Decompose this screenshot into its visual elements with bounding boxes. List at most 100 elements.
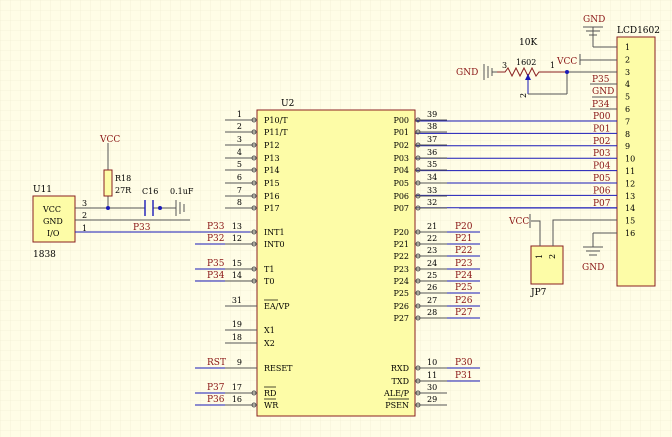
pin-dot xyxy=(251,167,257,173)
u2-pinname-p17: P17 xyxy=(264,204,280,213)
net-label-p31: P31 xyxy=(455,371,473,381)
pin-dot xyxy=(415,290,421,296)
pot-value: 10K xyxy=(519,38,537,48)
pin-dot xyxy=(415,378,421,384)
lcd-pin-6: 6 xyxy=(625,105,630,114)
u2-mcu[interactable]: U2 1P10/T2P11/T3P124P135P146P157P168P171… xyxy=(225,99,447,417)
gnd-label-pot: GND xyxy=(456,68,478,78)
u2-body xyxy=(256,109,416,417)
u2-pinnum-1: 1 xyxy=(237,110,242,119)
u11-part: 1838 xyxy=(33,250,56,260)
u2-pinnum-4: 4 xyxy=(237,148,242,157)
pin-dot xyxy=(415,193,421,199)
u2-pinname-p06: P06 xyxy=(393,192,409,201)
u2-pinnum-22: 22 xyxy=(427,234,437,243)
lcd-net-p01: P01 xyxy=(593,124,611,134)
u2-pinnum-17: 17 xyxy=(232,383,242,392)
gnd-symbol-pot xyxy=(483,64,497,80)
r18-designator: R18 xyxy=(115,174,131,183)
pin-dot xyxy=(251,278,257,284)
u2-pinnum-19: 19 xyxy=(232,320,242,329)
pin-dot xyxy=(415,241,421,247)
lcd-net-p04: P04 xyxy=(593,162,611,172)
potentiometer[interactable]: 10K 1602 3 1 2 xyxy=(497,38,617,98)
pin-dot xyxy=(251,129,257,135)
u2-pinname-rxd: RXD xyxy=(391,364,409,373)
pin-dot xyxy=(251,180,257,186)
net-label-p23: P23 xyxy=(455,259,473,269)
u2-pinname-p25: P25 xyxy=(393,289,409,298)
u2-pinnum-2: 2 xyxy=(237,122,242,131)
u2-pinnum-27: 27 xyxy=(427,296,437,305)
c16-capacitor[interactable]: C16 0.1uF xyxy=(142,187,194,216)
lcd-pin-9: 9 xyxy=(625,142,630,151)
net-label-p36: P36 xyxy=(207,395,225,405)
u2-pinnum-36: 36 xyxy=(427,148,437,157)
lcd-net-p07: P07 xyxy=(593,199,611,209)
lcd-net-p06: P06 xyxy=(593,186,611,196)
u2-pinname-p10t: P10/T xyxy=(264,116,288,125)
gnd-label-top: GND xyxy=(583,15,605,25)
u2-pinnum-7: 7 xyxy=(237,186,242,195)
u2-pinnum-35: 35 xyxy=(427,160,437,169)
u2-pinnum-14: 14 xyxy=(232,271,242,280)
u2-pinnum-26: 26 xyxy=(427,283,437,292)
gnd-symbol-top xyxy=(583,26,617,48)
pin-dot xyxy=(415,278,421,284)
u2-pinname-x1: X1 xyxy=(264,326,275,335)
u11-body xyxy=(32,195,76,243)
net-label-p20: P20 xyxy=(455,222,473,232)
u2-pinname-p27: P27 xyxy=(393,314,409,323)
vcc-label-jp7: VCC xyxy=(508,217,529,227)
u2-pinnum-29: 29 xyxy=(427,395,437,404)
net-label-p35: P35 xyxy=(207,259,225,269)
r18-value: 27R xyxy=(115,186,132,195)
u2-pinnum-16: 16 xyxy=(232,395,242,404)
lcd-pin-4: 4 xyxy=(625,80,630,89)
u2-pinnum-30: 30 xyxy=(427,383,437,392)
pot-part: 1602 xyxy=(516,58,536,67)
lcd-pin-15: 15 xyxy=(625,217,635,226)
pin-dot xyxy=(415,229,421,235)
lcd-pin-5: 5 xyxy=(625,93,630,102)
c16-designator: C16 xyxy=(142,187,158,196)
u2-pinname-wr: WR xyxy=(264,401,279,410)
pin-dot xyxy=(415,266,421,272)
u11-designator: U11 xyxy=(33,185,52,195)
u11-pinnum-1: 1 xyxy=(82,224,87,233)
u11-pin-io: I/O xyxy=(47,229,60,238)
pin-dot xyxy=(251,402,257,408)
u2-pinname-txd: TXD xyxy=(392,377,409,386)
lcd-net-gnd-pin1: GND xyxy=(592,87,614,97)
lcd-pin-2: 2 xyxy=(625,55,630,64)
gnd-symbol-c16 xyxy=(175,200,185,216)
lcd-pin-12: 12 xyxy=(625,179,635,188)
gnd-symbol-lcd16 xyxy=(583,232,617,256)
pin-dot xyxy=(415,142,421,148)
lcd-pin-13: 13 xyxy=(625,192,635,201)
vcc-lcd-pin2 xyxy=(579,54,617,65)
pin-dot xyxy=(251,266,257,272)
r18-resistor[interactable]: R18 27R xyxy=(103,169,132,197)
net-label-p27: P27 xyxy=(455,308,473,318)
net-label-p37: P37 xyxy=(207,383,225,393)
lcd-pin-14: 14 xyxy=(625,204,635,213)
jp7-jumper[interactable]: 1 2 JP7 xyxy=(530,219,617,298)
u2-pinname-p12: P12 xyxy=(264,141,280,150)
u2-pinname-p23: P23 xyxy=(393,265,409,274)
u2-pinname-p13: P13 xyxy=(264,154,280,163)
lcd-net-p05: P05 xyxy=(593,174,611,184)
gnd-label-bottom: GND xyxy=(582,263,604,273)
u2-pinname-p21: P21 xyxy=(393,240,409,249)
u2-pinnum-9: 9 xyxy=(237,358,242,367)
u2-pinnum-39: 39 xyxy=(427,110,437,119)
u11-ir-receiver[interactable]: U11 VCC GND I/O 3 2 1 1838 xyxy=(32,185,87,260)
lcd-net-p34: P34 xyxy=(592,100,610,110)
lcd-pin-3: 3 xyxy=(625,68,630,77)
net-label-p25: P25 xyxy=(455,283,473,293)
pin-dot xyxy=(415,365,421,371)
pin-dot xyxy=(251,241,257,247)
